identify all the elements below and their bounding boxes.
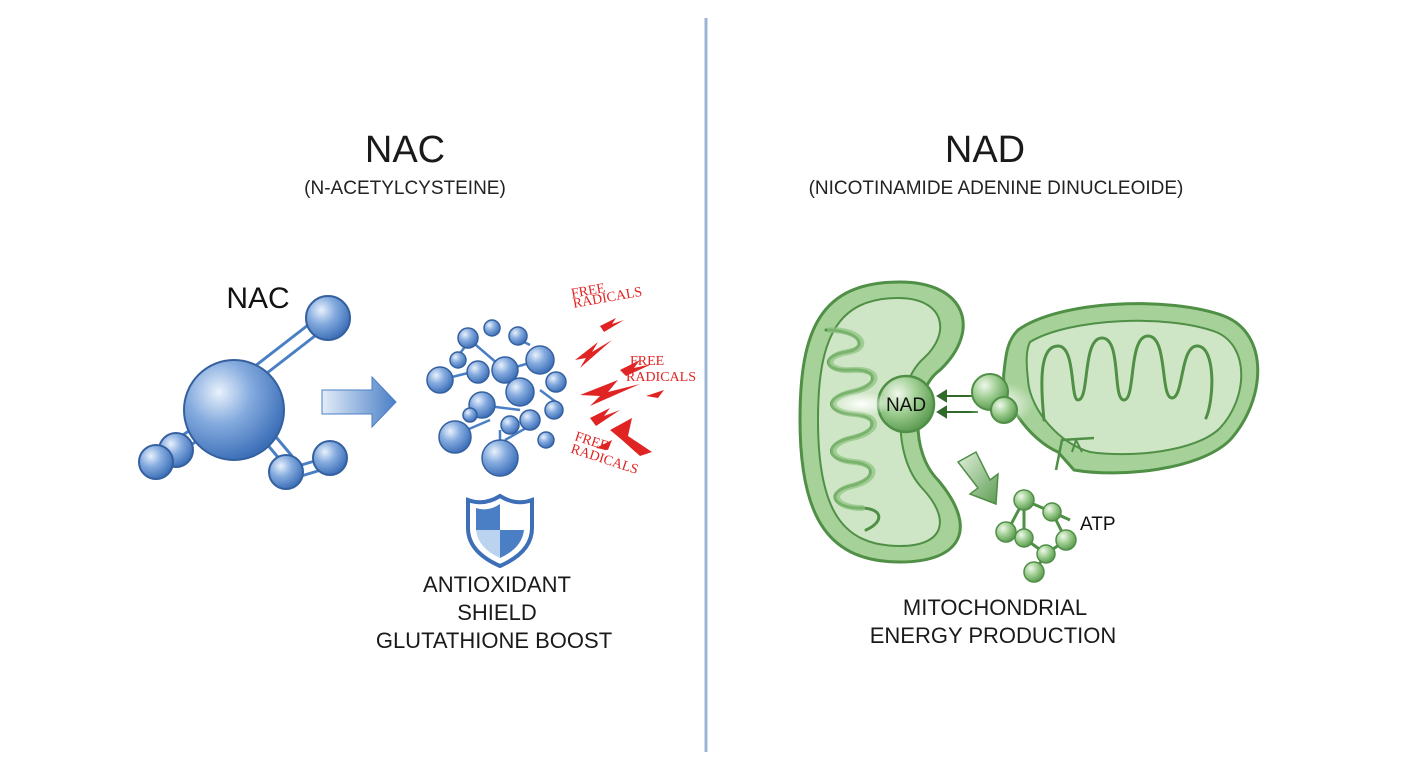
nac-caption-line-3: GLUTATHIONE BOOST [376,628,612,653]
nac-molecule-label: NAC [226,282,289,315]
glutathione-cluster [426,319,567,477]
mitochondrion-right [1002,302,1260,475]
nad-molecule-label: NAD [886,395,926,416]
nad-subtitle: (NICOTINAMIDE ADENINE DINUCLEOIDE) [809,178,1184,199]
free-radical-label-2: FREE RADICALS [626,354,696,385]
atp-label: ATP [1080,514,1116,535]
free-radical-label-1: FREE RADICALS [570,281,643,312]
svg-text:RADICALS: RADICALS [626,370,696,385]
mitochondrion-left [798,280,965,564]
nac-title: NAC [365,129,445,171]
nad-title: NAD [945,129,1025,171]
nac-caption-line-1: ANTIOXIDANT [423,572,571,597]
nad-caption-line-2: ENERGY PRODUCTION [870,623,1117,648]
shield-icon [466,493,534,569]
atp-molecule [995,489,1077,583]
svg-text:FREE: FREE [630,354,664,369]
right-arrow-icon [321,375,397,429]
free-radical-bolts [575,318,664,456]
nad-panel: NAD (NICOTINAMIDE ADENINE DINUCLEOIDE) N… [798,129,1260,648]
nad-caption-line-1: MITOCHONDRIAL [903,595,1087,620]
svg-text:FREE: FREE [570,281,606,302]
nad-precursor-sphere-small [990,396,1018,424]
down-arrow-icon [956,450,999,506]
nac-caption-line-2: SHIELD [457,600,536,625]
free-radical-label-3: FREE RADICALS [569,430,640,478]
nac-panel: NAC (N-ACETYLCYSTEINE) NAC [138,129,696,653]
nac-molecule [138,295,351,490]
nac-subtitle: (N-ACETYLCYSTEINE) [304,178,506,199]
